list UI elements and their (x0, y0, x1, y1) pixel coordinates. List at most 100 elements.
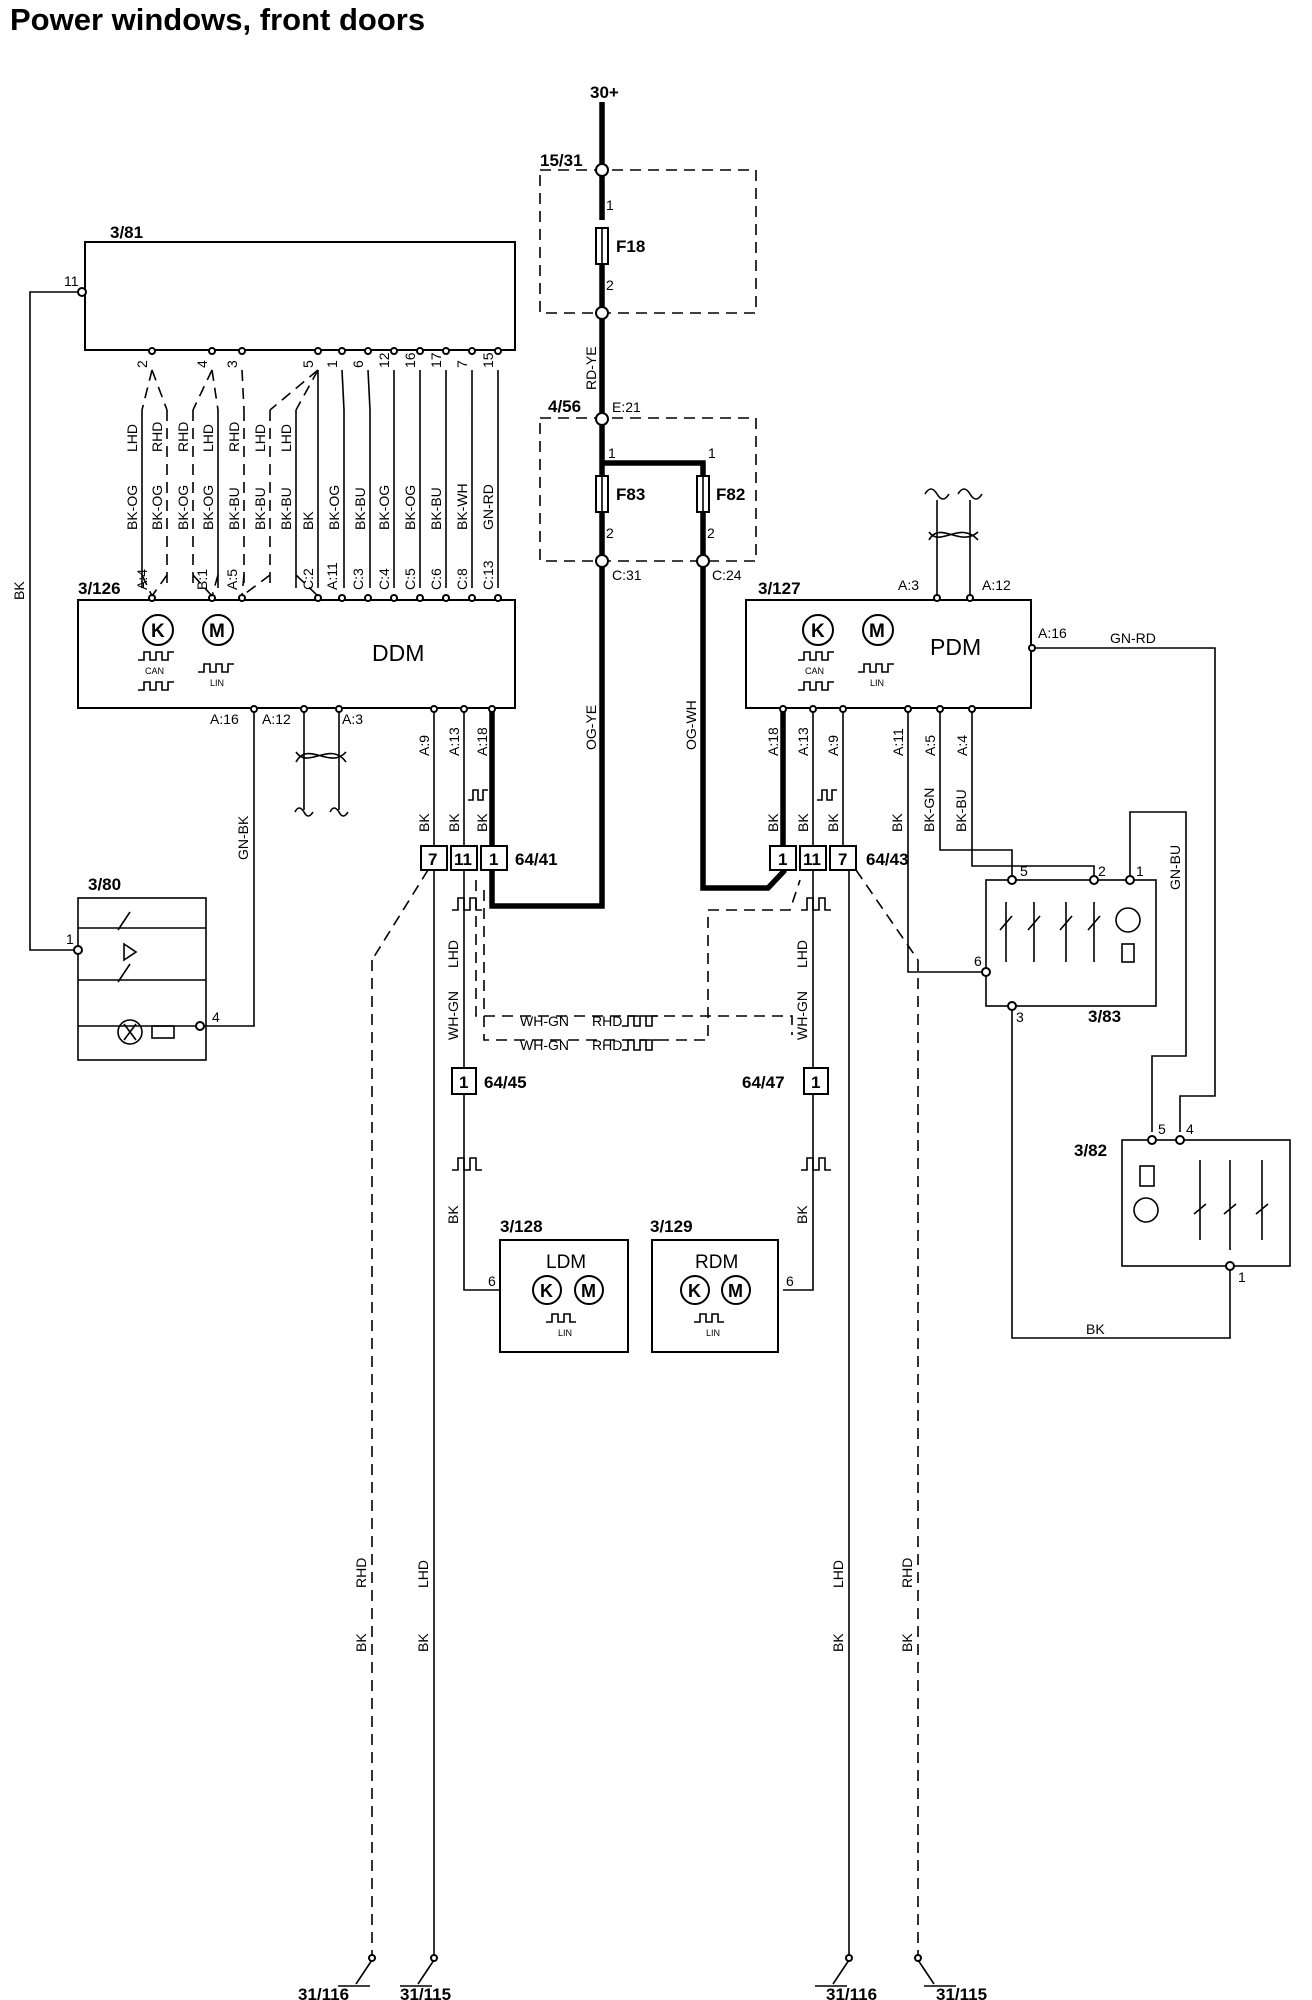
node-pdm-bottom (904, 705, 912, 713)
gnd-right2-rhd: RHD (899, 1558, 915, 1588)
sw80-contact-2 (117, 963, 131, 983)
ground-symbol-1 (338, 1954, 376, 1987)
f82-pin-1: 1 (708, 445, 716, 461)
node-15-31-out (595, 306, 609, 320)
ground-label-2: 31/115 (400, 1985, 451, 2000)
og-wh-wire (700, 567, 787, 891)
p3-81-top-pin: 15 (480, 352, 496, 368)
node-3-83-5 (1007, 875, 1017, 885)
component-64-47-label: 64/47 (742, 1073, 785, 1092)
rdm-label: RDM (695, 1252, 738, 1273)
ddm-harness-fan (295, 369, 319, 411)
cross-upper-wh-gn: WH-GN (520, 1013, 569, 1029)
rdm-k-glyph: K (688, 1281, 701, 1301)
component-3-83-label: 3/83 (1088, 1007, 1121, 1026)
ddm-a3: A:3 (342, 711, 363, 727)
c64-43-label-7: 7 (838, 850, 847, 869)
lin-rdm-wire (783, 1094, 814, 1291)
ddm-harness-merge (151, 574, 168, 597)
c64-47-pin-1 (803, 1067, 829, 1095)
og-ye-label: OG-YE (583, 705, 599, 750)
gn-rd-label: GN-RD (1110, 630, 1156, 646)
ddm-bottom-pin: A:18 (474, 727, 490, 756)
ddm-a12: A:12 (262, 711, 291, 727)
gn-rd-wire (1035, 647, 1216, 1132)
p3-83-pin-5: 5 (1020, 863, 1028, 879)
rdm-m-icon (721, 1275, 751, 1305)
node-ddm-a3 (335, 705, 343, 713)
pdm-a11-wire (907, 712, 986, 973)
pdm-can-text: CAN (805, 666, 824, 676)
gn-bk-label: GN-BK (235, 815, 251, 860)
node-3-82-4 (1175, 1135, 1185, 1145)
ddm-harness-color: BK-OG (200, 485, 216, 530)
node-3-81-top (416, 347, 424, 355)
pdm-label: PDM (930, 634, 981, 660)
component-3-80-label: 3/80 (88, 875, 121, 894)
p3-83-pin-6: 6 (974, 953, 982, 969)
component-64-45-label: 64/45 (484, 1073, 527, 1092)
fuse-f18-label: F18 (616, 237, 645, 256)
p3-81-top-pin: 2 (134, 360, 150, 368)
ddm-harness-fan (151, 369, 168, 411)
ddm-harness-fan (341, 369, 345, 411)
ddm-harness-variant: LHD (252, 424, 268, 452)
node-pdm-bottom (809, 705, 817, 713)
node-ddm-top (314, 594, 322, 602)
node-15-31-in (595, 163, 609, 177)
rdm-pin-6: 6 (786, 1273, 794, 1289)
lin-right-signal-icon (801, 897, 831, 911)
component-15-31-label: 15/31 (540, 151, 583, 170)
pdm-m-glyph: M (869, 621, 885, 642)
p3-83-pin-1: 1 (1136, 863, 1144, 879)
ddm-wire-break-icon (294, 807, 349, 817)
node-ddm-top (338, 594, 346, 602)
node-3-81-top (468, 347, 476, 355)
ddm-harness-fan (269, 369, 319, 411)
pdm-m-icon (862, 614, 894, 646)
component-3-128-label: 3/128 (500, 1217, 543, 1236)
ddm-to-64-41-bk: BK (474, 813, 490, 832)
ddm-harness-color: BK (300, 511, 316, 530)
pdm-a13-signal-icon (817, 789, 837, 801)
ldm-lin-text: LIN (558, 1328, 572, 1338)
ldm-label: LDM (546, 1252, 586, 1273)
ldm-pin-6: 6 (488, 1273, 496, 1289)
c64-41-pin-11 (450, 845, 478, 871)
node-pdm-a16 (1028, 644, 1036, 652)
ground-symbol-2 (400, 1954, 438, 1987)
p3-80-pin-4: 4 (212, 1009, 220, 1025)
ddm-top-pin: A:5 (224, 569, 240, 590)
ddm-harness-color: BK-OG (175, 485, 191, 530)
node-3-82-5 (1147, 1135, 1157, 1145)
p3-81-top-pin: 17 (428, 352, 444, 368)
lin-rdm-signal-icon (801, 1157, 831, 1171)
ddm-to-64-41-bk: BK (416, 813, 432, 832)
p3-81-top-pin: 16 (402, 352, 418, 368)
p3-81-top-pin: 12 (376, 352, 392, 368)
pdm-lin-icon (858, 663, 894, 673)
node-3-83-3 (1007, 1001, 1017, 1011)
node-3-81-top (364, 347, 372, 355)
pdm-lin-text: LIN (870, 678, 884, 688)
ddm-harness-variant: LHD (278, 424, 294, 452)
f83-pin-2: 2 (606, 525, 614, 541)
bk-3-82-wire (1011, 1010, 1231, 1339)
node-3-81-top (314, 347, 322, 355)
c64-47-pin-label: 1 (811, 1073, 820, 1092)
node-3-81-top (494, 347, 502, 355)
ddm-harness-variant: LHD (200, 424, 216, 452)
pdm-wire-break-icon (924, 488, 983, 500)
node-3-83-6 (981, 967, 991, 977)
node-3-80-4 (195, 1021, 205, 1031)
ddm-label: DDM (372, 640, 424, 666)
sw83-switch-arms (999, 915, 1101, 931)
ddm-lin-icon (198, 663, 234, 673)
node-c24 (696, 554, 710, 568)
rdm-module (651, 1239, 779, 1353)
p3-80-pin-1: 1 (66, 931, 74, 947)
component-4-56-label: 4/56 (548, 397, 581, 416)
sw82-contacts (1199, 1160, 1263, 1250)
